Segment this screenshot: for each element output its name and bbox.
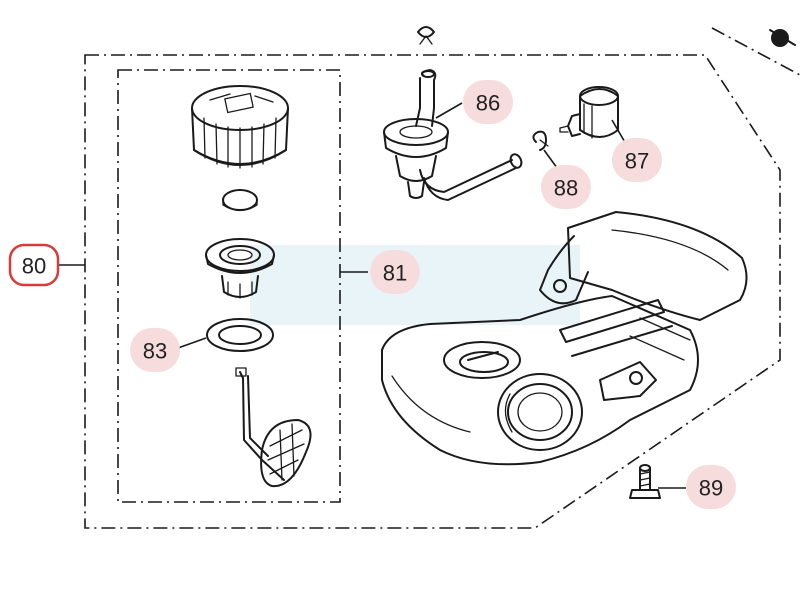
leader-87 (611, 119, 627, 145)
part-label-88-badge (541, 165, 591, 209)
part-number-86: 86 (476, 91, 500, 116)
part-number-88: 88 (554, 176, 578, 201)
kit-boundary (117, 69, 341, 503)
part-label-80-highlight (8, 243, 60, 287)
top-clip-icon (417, 26, 435, 45)
part-label-87[interactable]: 87 (612, 138, 662, 182)
leader-86 (435, 102, 463, 119)
cap-retainer-icon (205, 238, 275, 299)
part-number-81: 81 (383, 261, 407, 286)
part-number-83: 83 (143, 339, 167, 364)
part-label-80[interactable]: 80 (8, 243, 60, 287)
part-label-89-badge (686, 465, 736, 509)
gasket-icon (206, 318, 274, 352)
part-label-81[interactable]: 81 (370, 250, 420, 294)
fuel-filter-icon (559, 86, 619, 139)
part-number-80: 80 (22, 254, 46, 279)
part-label-88[interactable]: 88 (541, 165, 591, 209)
tether-strap-icon (235, 367, 312, 488)
part-label-86-badge (463, 80, 513, 124)
part-label-87-badge (612, 138, 662, 182)
part-label-81-badge (370, 250, 420, 294)
assembly-boundary (84, 54, 781, 529)
fuel-tank-icon (381, 211, 748, 466)
part-label-89[interactable]: 89 (686, 465, 736, 509)
clip-icon (532, 130, 549, 151)
bolt-icon (629, 464, 661, 499)
part-label-83-badge (130, 328, 180, 372)
part-number-89: 89 (699, 476, 723, 501)
part-label-83[interactable]: 83 (130, 328, 180, 372)
fuel-pipe-grommet-icon (383, 69, 523, 201)
fuel-cap-icon (191, 85, 289, 169)
corner-fragment (711, 27, 800, 76)
part-label-86[interactable]: 86 (463, 80, 513, 124)
part-number-87: 87 (625, 149, 649, 174)
disk-icon (222, 189, 258, 212)
leader-83 (177, 337, 207, 349)
